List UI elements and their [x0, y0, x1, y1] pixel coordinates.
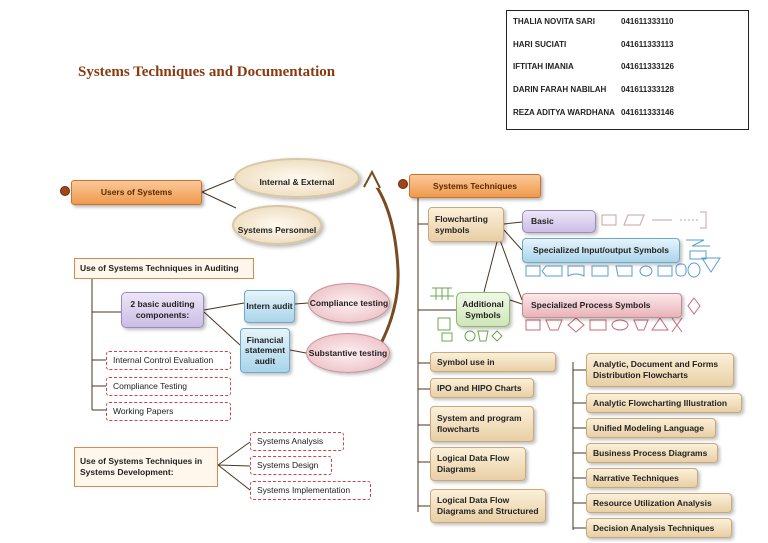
member-id: 041611333113	[621, 40, 674, 49]
member-id: 041611333110	[621, 17, 674, 26]
auditing-item: Compliance Testing	[106, 377, 231, 396]
auditing-item: Internal Control Evaluation	[106, 351, 231, 370]
users-of-systems-node: Users of Systems	[71, 180, 202, 205]
technique-left-item: System and program flowcharts	[430, 406, 534, 442]
io-symbols-node: Specialized Input/output Symbols	[522, 238, 680, 263]
team-row: HARI SUCIATI 041611333113	[513, 40, 748, 52]
internal-external-node: Internal & External	[234, 158, 360, 198]
development-node: Use of Systems Techniques in Systems Dev…	[74, 447, 218, 487]
team-row: IFTITAH IMANIA 041611333126	[513, 62, 748, 74]
technique-right-item: Business Process Diagrams	[586, 443, 718, 463]
additional-symbols-node: Additional Symbols	[456, 292, 510, 327]
io-symbols-icon	[525, 239, 721, 278]
financial-statement-audit-node: Financial statement audit	[240, 328, 290, 373]
member-name: THALIA NOVITA SARI	[513, 17, 595, 26]
basic-node: Basic	[522, 210, 596, 233]
technique-left-item: IPO and HIPO Charts	[430, 378, 534, 398]
node-bullet-icon	[60, 186, 70, 196]
technique-right-item: Unified Modeling Language	[586, 418, 716, 438]
process-symbols-node: Specialized Process Symbols	[522, 293, 682, 318]
additional-symbols-icon	[430, 287, 503, 342]
auditing-node: Use of Systems Techniques in Auditing	[74, 258, 254, 279]
member-name: DARIN FARAH NABILAH	[513, 85, 607, 94]
intern-audit-node: Intern audit	[244, 290, 295, 323]
member-id: 041611333126	[621, 62, 674, 71]
flowcharting-symbols-node: Flowcharting symbols	[428, 207, 504, 242]
systems-techniques-node: Systems Techniques	[409, 174, 541, 198]
substantive-testing-node: Substantive testing	[306, 333, 390, 373]
technique-left-item: Logical Data Flow Diagrams	[430, 447, 526, 481]
member-id: 041611333128	[621, 85, 674, 94]
process-symbols-icon	[525, 297, 701, 333]
page-title: Systems Techniques and Documentation	[78, 64, 336, 80]
member-id: 041611333146	[621, 108, 674, 117]
technique-right-item: Resource Utilization Analysis	[586, 493, 732, 513]
member-name: HARI SUCIATI	[513, 40, 567, 49]
development-item: Systems Design	[250, 456, 332, 475]
auditing-item: Working Papers	[106, 402, 231, 421]
technique-left-item: Symbol use in	[430, 352, 556, 372]
technique-right-item: Decision Analysis Techniques	[586, 518, 732, 538]
team-row: REZA ADITYA WARDHANA 041611333146	[513, 108, 748, 120]
two-basic-components-node: 2 basic auditing components:	[121, 292, 204, 328]
team-table: THALIA NOVITA SARI 041611333110 HARI SUC…	[506, 10, 749, 130]
team-row: THALIA NOVITA SARI 041611333110	[513, 17, 748, 29]
team-row: DARIN FARAH NABILAH 041611333128	[513, 85, 748, 97]
compliance-testing-node: Compliance testing	[308, 283, 390, 323]
member-name: REZA ADITYA WARDHANA	[513, 108, 615, 117]
technique-right-item: Narrative Techniques	[586, 468, 698, 488]
development-item: Systems Implementation	[250, 481, 371, 500]
node-bullet-icon	[398, 179, 408, 189]
technique-right-item: Analytic Flowcharting Illustration	[586, 393, 742, 413]
member-name: IFTITAH IMANIA	[513, 62, 574, 71]
technique-left-item: Logical Data Flow Diagrams and Structure…	[430, 489, 546, 523]
technique-right-item: Analytic, Document and Forms Distributio…	[586, 353, 734, 387]
basic-symbols-icon	[601, 211, 707, 229]
development-item: Systems Analysis	[250, 432, 344, 451]
systems-personnel-node: Systems Personnel	[232, 205, 322, 245]
